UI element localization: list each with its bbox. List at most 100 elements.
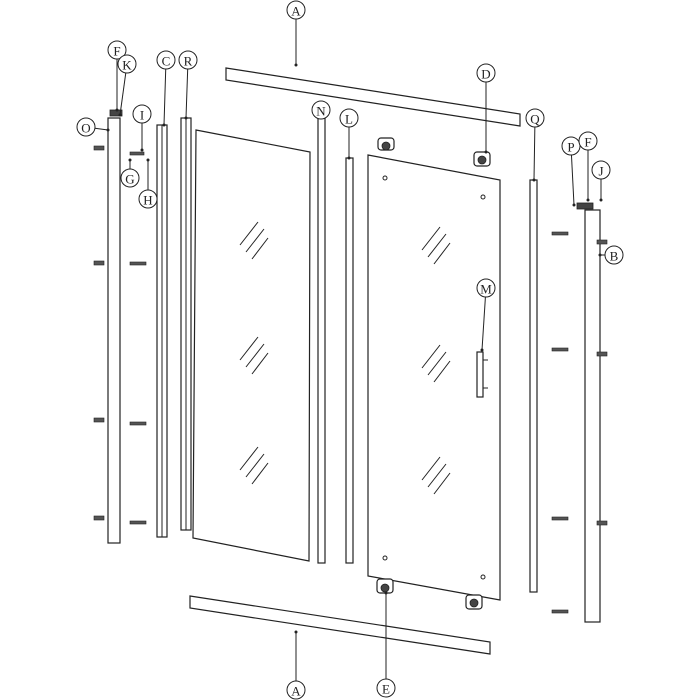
bottom-rail: [189, 595, 491, 655]
leader-dot: [115, 108, 119, 112]
callout-letter: A: [291, 684, 301, 699]
seal-strip-q: [529, 179, 538, 593]
callout-circle: [120, 168, 140, 188]
leader-dot: [480, 348, 484, 352]
callout-d: D: [476, 63, 496, 154]
callout-letter: A: [291, 4, 301, 19]
callout-letter: G: [125, 172, 134, 187]
callout-circle: [525, 108, 545, 128]
callout-letter: P: [567, 140, 574, 155]
callout-circle: [107, 40, 127, 60]
callout-letter: O: [81, 121, 90, 136]
callout-letter: N: [316, 104, 326, 119]
callout-circle: [138, 189, 158, 209]
sliding-door-glass: [367, 154, 501, 601]
callout-n: N: [311, 100, 331, 120]
leader-dot: [184, 116, 188, 120]
left-wall-profile: [107, 117, 121, 544]
callout-h: H: [138, 158, 158, 209]
callout-letter: D: [481, 67, 490, 82]
leader-dot: [599, 198, 603, 202]
top-rail: [225, 67, 521, 127]
leader-dot: [162, 123, 166, 127]
leader-dot: [347, 156, 351, 160]
leader-line: [94, 127, 109, 131]
callout-circle: [117, 54, 137, 74]
door-reflection-marks: [421, 226, 451, 495]
leader-dot: [146, 158, 150, 162]
glass-holes: [382, 175, 486, 580]
callout-letter: K: [122, 58, 132, 73]
wall-screws: [93, 145, 608, 614]
callout-circle: [578, 131, 598, 151]
callout-letter: B: [610, 249, 619, 264]
callout-letter: Q: [530, 112, 540, 127]
callout-j: J: [591, 160, 611, 202]
callout-b: B: [598, 245, 624, 265]
leader-dot: [106, 128, 110, 132]
callout-letter: F: [584, 135, 591, 150]
callout-m: M: [476, 278, 496, 352]
callout-circle: [476, 63, 496, 83]
leader-dot: [294, 630, 298, 634]
leader-dot: [294, 63, 298, 67]
callout-letter: I: [140, 108, 144, 123]
door-handle: [476, 351, 488, 398]
leader-line: [163, 68, 167, 126]
callout-letter: L: [345, 112, 353, 127]
callout-circle: [591, 160, 611, 180]
callout-c: C: [156, 50, 176, 127]
callout-a-top: A: [286, 0, 306, 67]
seal-strip-l: [345, 157, 354, 564]
callout-a-bottom: A: [286, 630, 306, 700]
callout-o: O: [76, 117, 110, 137]
right-top-cap: [576, 202, 594, 210]
callout-f-left: F: [107, 40, 127, 112]
seal-strip-n: [317, 117, 326, 564]
callout-letter: M: [480, 282, 492, 297]
leader-dot: [384, 591, 388, 595]
callout-e: E: [376, 591, 396, 698]
leader-dot: [484, 150, 488, 154]
callout-g: G: [120, 158, 140, 188]
leader-dot: [140, 148, 144, 152]
callout-circle: [376, 678, 396, 698]
leader-line: [119, 72, 127, 116]
callout-circle: [339, 108, 359, 128]
callout-circle: [76, 117, 96, 137]
callout-circle: [286, 680, 306, 700]
leader-dot: [598, 253, 602, 257]
callout-q: Q: [525, 108, 545, 182]
callout-letter: F: [113, 44, 120, 59]
leader-dot: [586, 198, 590, 202]
callout-i: I: [132, 104, 152, 152]
leader-dot: [532, 178, 536, 182]
callout-f-right: F: [578, 131, 598, 202]
leader-dot: [118, 113, 122, 117]
callout-letter: J: [598, 164, 603, 179]
callout-circle: [178, 50, 198, 70]
callout-letter: R: [184, 54, 193, 69]
leader-dot: [572, 203, 576, 207]
callout-circle: [286, 0, 306, 20]
callout-circle: [132, 104, 152, 124]
glass-reflection-marks: [239, 221, 269, 485]
callout-letter: H: [143, 193, 152, 208]
leader-dot: [128, 158, 132, 162]
bottom-rollers: [376, 578, 483, 610]
callout-k: K: [117, 54, 137, 117]
leader-line: [481, 296, 486, 351]
leader-line: [533, 126, 536, 181]
callout-circle: [311, 100, 331, 120]
callout-l: L: [339, 108, 359, 160]
callout-letter: C: [162, 54, 171, 69]
callout-circle: [156, 50, 176, 70]
callout-circle: [604, 245, 624, 265]
callout-r: R: [178, 50, 198, 120]
right-wall-profile: [584, 209, 601, 623]
leader-line: [185, 68, 189, 119]
callout-circle: [476, 278, 496, 298]
top-rollers: [377, 137, 491, 167]
